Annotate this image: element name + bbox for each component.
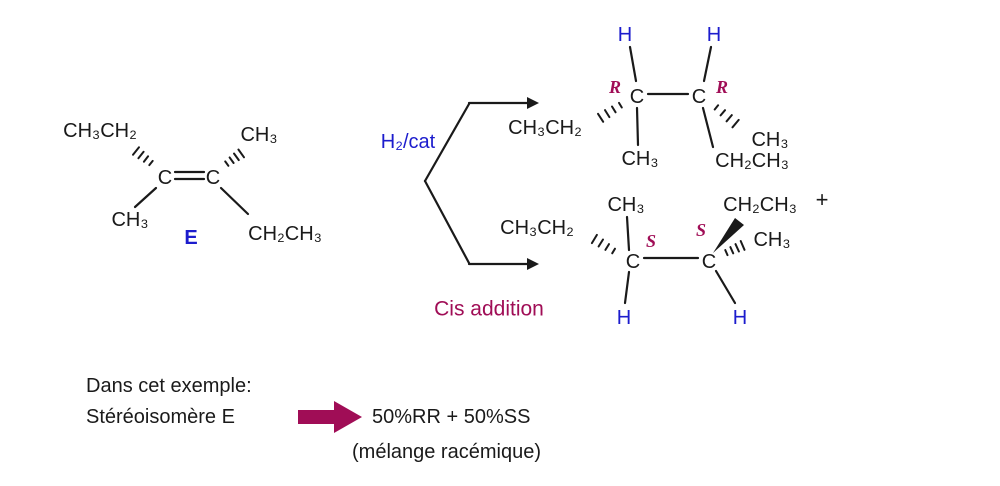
- reactant-bond-bottomright: [219, 186, 250, 216]
- ss-carbon-right: C: [701, 251, 717, 273]
- ss-ethyl-left: CH₃CH₂: [500, 217, 574, 239]
- reactant-bond-bottomleft: [133, 186, 158, 209]
- reactant-bond-topleft-hash: [132, 146, 154, 167]
- caption-line1: Dans cet exemple:: [86, 375, 252, 397]
- rr-bond-h-right: [702, 45, 713, 83]
- rr-methyl-right: CH₃: [751, 129, 789, 151]
- ss-descriptor-right: S: [695, 220, 707, 240]
- ss-ethyl-up-right: CH₂CH₃: [723, 194, 797, 216]
- caption-stereoisomer-text: Stéréoisomère E: [86, 406, 235, 428]
- ss-hash-ethyl-left: [590, 233, 616, 255]
- ss-carbon-left: C: [625, 251, 641, 273]
- ss-methyl-right: CH₃: [753, 229, 791, 251]
- reagent-label: H₂/cat: [380, 131, 436, 153]
- fork-diagonal-up: [423, 102, 471, 183]
- reactant-ethyl-bottom-right: CH₂CH₃: [248, 223, 322, 245]
- fork-arrow-top-head-icon: [527, 97, 539, 109]
- ss-bond-methyl-up-left: [625, 215, 631, 252]
- result-arrow-icon: [298, 401, 362, 433]
- reactant-methyl-bottom-left: CH₃: [111, 209, 149, 231]
- reactant-bond-topright-hash: [224, 148, 245, 167]
- ss-descriptor-left: S: [645, 231, 657, 251]
- ss-hydrogen-left: H: [616, 307, 632, 329]
- ss-bond-h-right: [714, 269, 737, 305]
- rr-ethyl-down-right: CH₂CH₃: [715, 150, 789, 172]
- ss-methyl-up-left: CH₃: [607, 194, 645, 216]
- rr-carbon-left: C: [629, 86, 645, 108]
- reactant-e-stereodescriptor: E: [184, 227, 198, 249]
- reactant-ethyl-top-left: CH₃CH₂: [63, 120, 137, 142]
- ss-wedge-ethyl-up-right: [713, 218, 744, 253]
- reactant-carbon-left: C: [157, 167, 173, 189]
- fork-diagonal-down: [423, 179, 471, 265]
- rr-hash-ethyl-left: [597, 101, 623, 123]
- rr-hydrogen-left: H: [617, 24, 633, 46]
- rr-hydrogen-right: H: [706, 24, 722, 46]
- rr-carbon-right: C: [691, 86, 707, 108]
- rr-methyl-down-left: CH₃: [621, 148, 659, 170]
- ss-hydrogen-right: H: [732, 307, 748, 329]
- reactant-carbon-right: C: [205, 167, 221, 189]
- rr-descriptor-right: R: [715, 77, 729, 97]
- rr-hash-methyl-right: [713, 104, 740, 129]
- ss-hash-methyl-right: [724, 240, 746, 257]
- caption-result-text: 50%RR + 50%SS: [372, 406, 531, 428]
- reactant-methyl-top-right: CH₃: [240, 124, 278, 146]
- rr-bond-h-left: [628, 45, 638, 83]
- cis-addition-label: Cis addition: [434, 297, 544, 321]
- caption-racemic-note: (mélange racémique): [352, 441, 541, 463]
- ss-bond-h-left: [623, 270, 631, 305]
- plus-sign: +: [815, 187, 829, 212]
- fork-arrow-bottom-head-icon: [527, 258, 539, 270]
- rr-bond-methyl-down-left: [635, 106, 640, 147]
- rr-ethyl-left: CH₃CH₂: [508, 117, 582, 139]
- rr-descriptor-left: R: [608, 77, 622, 97]
- rr-bond-ethyl-down-right: [701, 106, 715, 149]
